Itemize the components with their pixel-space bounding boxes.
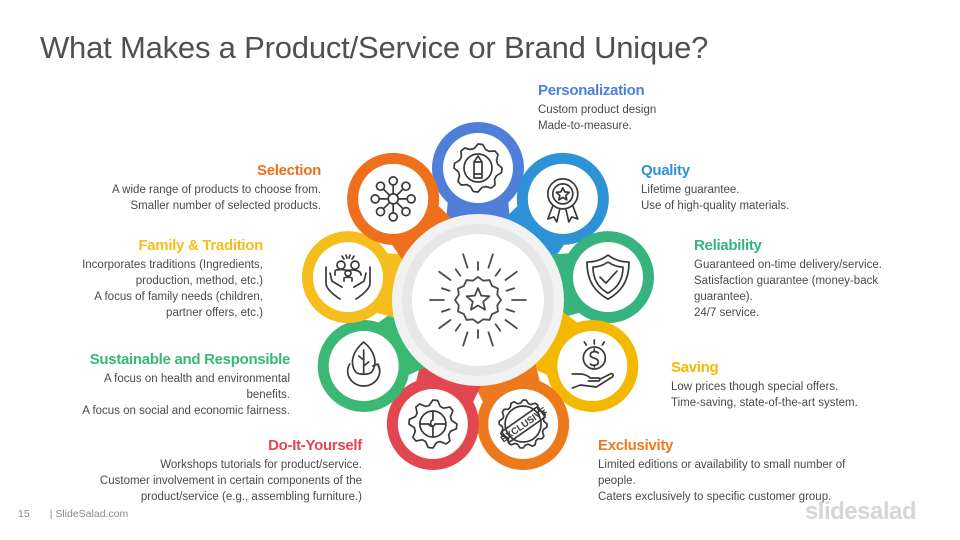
label-title: Quality: [641, 162, 690, 179]
label-line: Customer involvement in certain componen…: [99, 475, 362, 487]
label-do-it-yourself: Do-It-Yourself Workshops tutorials for p…: [52, 437, 362, 505]
footer: 15 | SlideSalad.com: [18, 508, 128, 520]
petal-family-tradition: [302, 231, 395, 324]
label-line: Lifetime guarantee.: [641, 184, 740, 196]
petal-sustainable: [317, 320, 410, 412]
label-line: guarantee).: [694, 291, 753, 303]
label-line: Made-to-measure.: [538, 120, 632, 132]
label-line: Incorporates traditions (Ingredients,: [82, 259, 263, 271]
label-line: Guaranteed on-time delivery/service.: [694, 259, 882, 271]
label-line: Caters exclusively to specific customer …: [598, 491, 832, 503]
label-reliability: Reliability Guaranteed on-time delivery/…: [694, 237, 924, 321]
label-line: Time-saving, state-of-the-art system.: [671, 397, 858, 409]
dollar-hand-icon: [571, 339, 614, 389]
label-line: Satisfaction guarantee (money-back: [694, 275, 879, 287]
label-line: benefits.: [246, 389, 290, 401]
brand-logo: slidesalad: [804, 498, 917, 525]
label-title: Family & Tradition: [138, 237, 263, 254]
slide-title: What Makes a Product/Service or Brand Un…: [40, 30, 709, 65]
label-line: Low prices though special offers.: [671, 381, 839, 393]
label-title: Reliability: [694, 237, 762, 254]
label-title: Personalization: [538, 82, 645, 99]
leaf-recycle-icon: [346, 341, 381, 387]
label-line: production, method, etc.): [135, 275, 263, 287]
label-sustainable: Sustainable and Responsible A focus on h…: [20, 351, 290, 419]
petal-icon-bg: [527, 163, 598, 234]
petal-icon-bg: [572, 242, 643, 313]
petal-exclusivity: EXCLUSIVE: [477, 378, 570, 471]
label-line: Smaller number of selected products.: [130, 200, 321, 212]
page-number: 15: [18, 508, 30, 520]
label-line: A wide range of products to choose from.: [111, 184, 321, 196]
label-title: Exclusivity: [598, 437, 674, 454]
family-hands-icon: [325, 254, 371, 300]
award-ribbon-icon: [546, 178, 579, 223]
footer-source: | SlideSalad.com: [49, 508, 129, 520]
label-line: Custom product design: [538, 104, 657, 116]
label-saving: Saving Low prices though special offers.…: [671, 359, 911, 411]
gear-puzzle-icon: [408, 399, 458, 449]
petal-icon-bg: [358, 163, 429, 234]
label-selection: Selection A wide range of products to ch…: [22, 162, 321, 214]
label-line: Use of high-quality materials.: [641, 200, 790, 212]
label-line: A focus on health and environmental: [103, 373, 290, 385]
label-personalization: Personalization Custom product design Ma…: [538, 82, 838, 134]
petal-do-it-yourself: [386, 378, 479, 471]
label-line: product/service (e.g., assembling furnit…: [140, 491, 362, 503]
label-quality: Quality Lifetime guarantee. Use of high-…: [641, 162, 941, 214]
label-line: A focus on social and economic fairness.: [82, 405, 290, 417]
network-nodes-icon: [370, 176, 417, 222]
star-badge-icon: [429, 253, 527, 347]
petal-selection: [347, 152, 440, 245]
petal-icon-bg: [488, 389, 559, 460]
petal-personalization: [432, 122, 524, 214]
label-exclusivity: Exclusivity Limited editions or availabi…: [598, 437, 908, 505]
label-title: Do-It-Yourself: [268, 437, 362, 454]
label-line: A focus of family needs (children,: [94, 291, 263, 303]
label-title: Sustainable and Responsible: [89, 351, 291, 368]
petal-reliability: [561, 231, 654, 324]
label-family-tradition: Family & Tradition Incorporates traditio…: [22, 237, 263, 321]
petal-quality: [516, 152, 609, 245]
petal-saving: [546, 320, 639, 412]
label-line: people.: [598, 475, 636, 487]
hub-center: [412, 234, 544, 366]
gear-pencil-icon: [453, 143, 503, 193]
label-line: 24/7 service.: [694, 307, 760, 319]
label-title: Saving: [671, 359, 719, 376]
label-line: Limited editions or availability to smal…: [598, 459, 846, 471]
label-line: partner offers, etc.): [166, 307, 263, 319]
label-line: Workshops tutorials for product/service.: [160, 459, 362, 471]
label-title: Selection: [257, 162, 321, 179]
shield-check-icon: [586, 254, 630, 300]
